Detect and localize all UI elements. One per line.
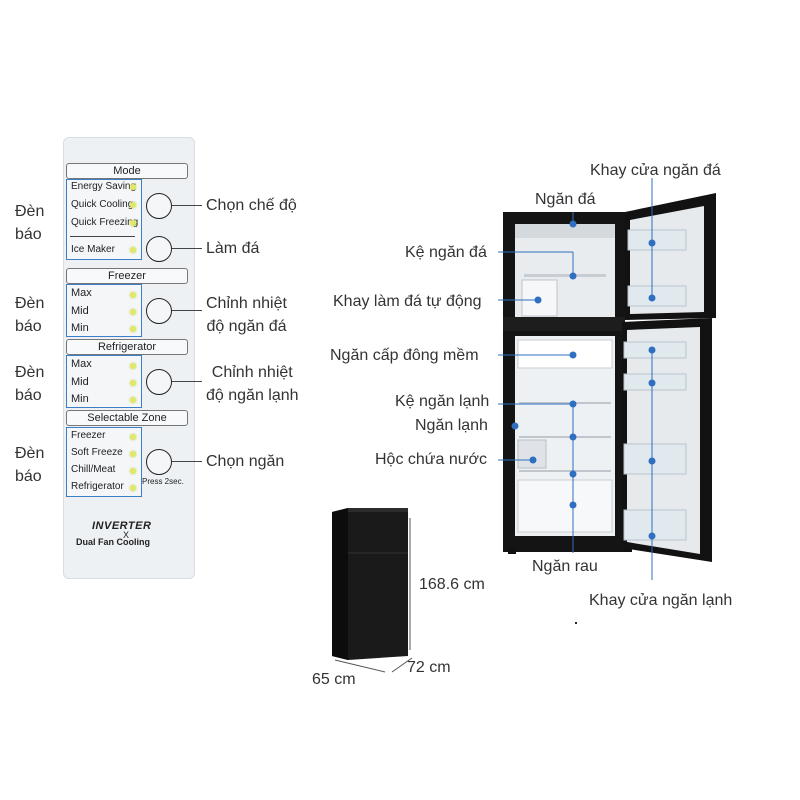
freezer-temp-button[interactable] <box>146 298 172 324</box>
connector-freezer-temp <box>172 310 202 311</box>
indicator-label-freezer: Đèn báo <box>15 292 44 338</box>
mode-item-energy-saving: Energy Saving <box>71 181 137 192</box>
inverter-logo: INVERTER <box>92 520 152 532</box>
small-fridge-body <box>332 508 408 660</box>
refrigerator-item-max: Max <box>71 358 92 370</box>
mode-item-quick-cooling: Quick Cooling <box>71 199 134 210</box>
dimension-depth: 72 cm <box>407 659 451 676</box>
dual-fan-logo: Dual Fan Cooling <box>76 537 150 547</box>
label-vegetable: Ngăn rau <box>532 558 598 575</box>
small-fridge-side <box>332 508 348 660</box>
refrigerator-item-min: Min <box>71 393 89 405</box>
label-fridge-door-tray: Khay cửa ngăn lạnh <box>589 592 733 609</box>
zone-item-soft-freeze: Soft Freeze <box>71 447 123 458</box>
freezer-shelf <box>524 274 606 277</box>
led-quick-cooling <box>130 202 136 208</box>
led-energy-saving <box>130 184 136 190</box>
indicator-label-mode: Đèn báo <box>15 200 44 246</box>
label-freezer-shelf: Kệ ngăn đá <box>405 244 487 261</box>
label-freezer-temp: Chỉnh nhiệt độ ngăn đá <box>206 292 287 338</box>
label-water-box: Hộc chứa nước <box>375 451 487 468</box>
label-fridge-temp: Chỉnh nhiệt độ ngăn lạnh <box>206 361 299 407</box>
led-freezer-mid <box>130 309 136 315</box>
soft-freeze-drawer <box>517 339 613 369</box>
connector-mode <box>172 205 202 206</box>
connector-zone <box>172 461 202 462</box>
label-freezer-compartment: Ngăn đá <box>535 191 596 208</box>
indicator-label-refrigerator: Đèn báo <box>15 361 44 407</box>
freezer-door-tray-1 <box>627 229 687 251</box>
freezer-item-max: Max <box>71 287 92 299</box>
label-soft-freeze: Ngăn cấp đông mềm <box>330 347 479 364</box>
connector-ice <box>172 248 202 249</box>
freezer-indicator-box <box>66 284 142 337</box>
freezer-item-mid: Mid <box>71 305 89 317</box>
freezer-item-min: Min <box>71 322 89 334</box>
zone-indicator-box <box>66 427 142 497</box>
led-refrigerator-min <box>130 397 136 403</box>
ice-maker-button[interactable] <box>146 236 172 262</box>
callout-dots <box>511 220 656 540</box>
label-fridge-compartment: Ngăn lạnh <box>415 417 488 434</box>
led-refrigerator-max <box>130 363 136 369</box>
refrigerator-temp-button[interactable] <box>146 369 172 395</box>
label-ice-make: Làm đá <box>206 240 260 257</box>
indicator-label-text: Đèn báo <box>15 364 45 404</box>
fridge-divider <box>503 317 625 331</box>
indicator-label-zone: Đèn báo <box>15 442 44 488</box>
led-quick-freezing <box>130 220 136 226</box>
indicator-label-text: Đèn báo <box>15 445 45 485</box>
refrigerator-section-title: Refrigerator <box>66 339 188 355</box>
press-hint: Press 2sec. <box>142 477 184 486</box>
mode-section-title: Mode <box>66 163 188 179</box>
led-freezer-max <box>130 292 136 298</box>
refrigerator-indicator-box <box>66 355 142 408</box>
label-mode-select: Chọn chế độ <box>206 197 297 214</box>
zone-item-refrigerator: Refrigerator <box>71 481 124 492</box>
label-fridge-temp-text: Chỉnh nhiệt độ ngăn lạnh <box>206 364 299 404</box>
indicator-label-text: Đèn báo <box>15 295 45 335</box>
dimension-lines <box>334 518 413 673</box>
mode-indicator-box <box>66 179 142 260</box>
label-freezer-door-tray: Khay cửa ngăn đá <box>590 162 721 179</box>
led-zone-freezer <box>130 434 136 440</box>
mode-separator <box>70 236 135 237</box>
led-zone-chill-meat <box>130 468 136 474</box>
zone-item-freezer: Freezer <box>71 430 106 441</box>
mode-item-quick-freezing: Quick Freezing <box>71 217 139 228</box>
label-freezer-temp-text: Chỉnh nhiệt độ ngăn đá <box>206 295 287 335</box>
mode-item-ice-maker: Ice Maker <box>71 244 115 255</box>
label-fridge-shelf: Kệ ngăn lạnh <box>395 393 490 410</box>
refrigerator-item-mid: Mid <box>71 376 89 388</box>
ice-maker-tray <box>521 279 558 317</box>
zone-section-title: Selectable Zone <box>66 410 188 426</box>
zone-item-chill-meat: Chill/Meat <box>71 464 116 475</box>
mode-button[interactable] <box>146 193 172 219</box>
led-freezer-min <box>130 326 136 332</box>
fridge-shelf-1 <box>519 402 611 404</box>
vegetable-drawer <box>517 479 613 533</box>
fridge-shelf-3 <box>519 470 611 472</box>
led-ice-maker <box>130 247 136 253</box>
water-box <box>517 439 547 469</box>
label-zone-select: Chọn ngăn <box>206 453 285 470</box>
indicator-label-text: Đèn báo <box>15 203 45 243</box>
fridge-shelf-2 <box>519 436 611 438</box>
freezer-door-tray-2 <box>627 285 687 307</box>
zone-select-button[interactable] <box>146 449 172 475</box>
dimension-width: 65 cm <box>312 671 356 688</box>
led-refrigerator-mid <box>130 380 136 386</box>
freezer-section-title: Freezer <box>66 268 188 284</box>
label-auto-ice-tray: Khay làm đá tự động <box>333 293 482 310</box>
led-zone-soft-freeze <box>130 451 136 457</box>
inverter-x-mark: X <box>123 530 130 540</box>
dimension-height: 168.6 cm <box>419 576 485 593</box>
led-zone-refrigerator <box>130 485 136 491</box>
freezer-top-light <box>515 224 615 238</box>
connector-fridge-temp <box>172 381 202 382</box>
